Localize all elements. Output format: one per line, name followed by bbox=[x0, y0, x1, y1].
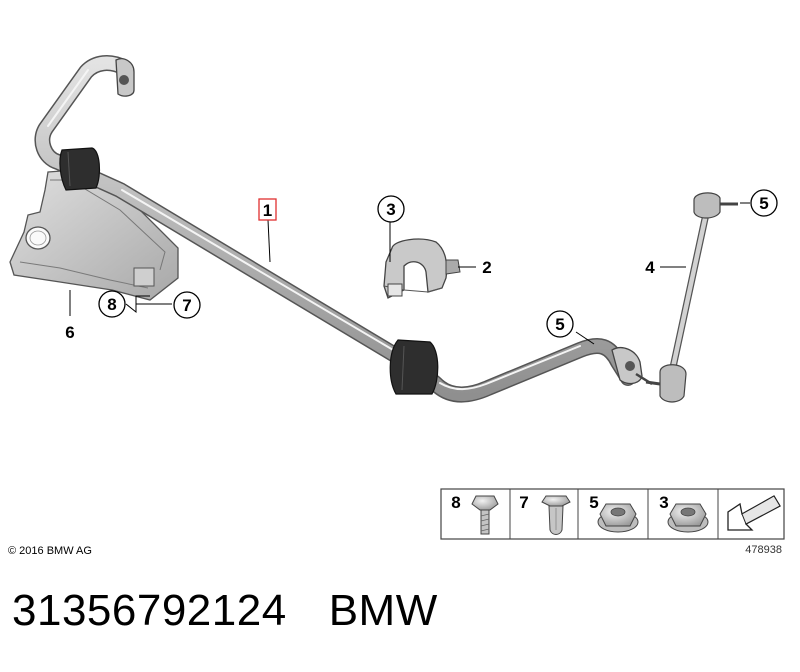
svg-text:8: 8 bbox=[107, 295, 116, 314]
flange-nut-icon bbox=[667, 503, 709, 533]
svg-text:3: 3 bbox=[386, 200, 395, 219]
callout-4: 4 bbox=[645, 258, 655, 277]
part-number: 31356792124 bbox=[12, 586, 287, 635]
bar-bushing-lower bbox=[389, 339, 439, 395]
svg-text:6: 6 bbox=[65, 323, 74, 342]
callout-1: 1 bbox=[258, 198, 277, 221]
svg-text:8: 8 bbox=[451, 493, 460, 512]
bar-bushing-upper bbox=[59, 147, 101, 191]
callout-8: 8 bbox=[98, 290, 126, 318]
bracket-part-6 bbox=[9, 169, 179, 301]
hardware-cell-3: 3 bbox=[659, 493, 709, 533]
svg-text:2: 2 bbox=[482, 258, 491, 277]
flange-nut-icon bbox=[597, 503, 639, 533]
bushing-part-2 bbox=[383, 238, 461, 299]
hardware-cell-5: 5 bbox=[589, 493, 639, 533]
diagram-reference-number: 478938 bbox=[745, 544, 782, 556]
callout-2: 2 bbox=[482, 258, 491, 277]
bolt-icon bbox=[471, 495, 499, 535]
svg-text:7: 7 bbox=[519, 493, 528, 512]
hardware-cell-arrow bbox=[727, 495, 781, 531]
svg-text:3: 3 bbox=[659, 493, 668, 512]
copyright-text: © 2016 BMW AG bbox=[8, 545, 92, 557]
leader-lines bbox=[69, 202, 750, 345]
hardware-strip: 8 7 5 3 bbox=[440, 488, 785, 540]
rivet-nut-icon bbox=[541, 495, 571, 535]
callout-3: 3 bbox=[377, 195, 405, 223]
arrow-icon bbox=[727, 495, 781, 531]
svg-text:4: 4 bbox=[645, 258, 655, 277]
callout-7: 7 bbox=[173, 291, 201, 319]
svg-text:1: 1 bbox=[263, 201, 272, 220]
hardware-cell-7: 7 bbox=[519, 493, 571, 535]
brand-name: BMW bbox=[328, 586, 438, 635]
svg-text:5: 5 bbox=[555, 315, 564, 334]
link-rod-part-4 bbox=[645, 192, 738, 403]
part-number-caption: 31356792124 BMW bbox=[12, 586, 438, 636]
callout-5a: 5 bbox=[750, 189, 778, 217]
callout-6: 6 bbox=[65, 323, 74, 342]
hardware-cell-8: 8 bbox=[451, 493, 499, 535]
svg-text:5: 5 bbox=[589, 493, 598, 512]
callout-5b: 5 bbox=[546, 310, 574, 338]
svg-text:5: 5 bbox=[759, 194, 768, 213]
svg-text:7: 7 bbox=[182, 296, 191, 315]
